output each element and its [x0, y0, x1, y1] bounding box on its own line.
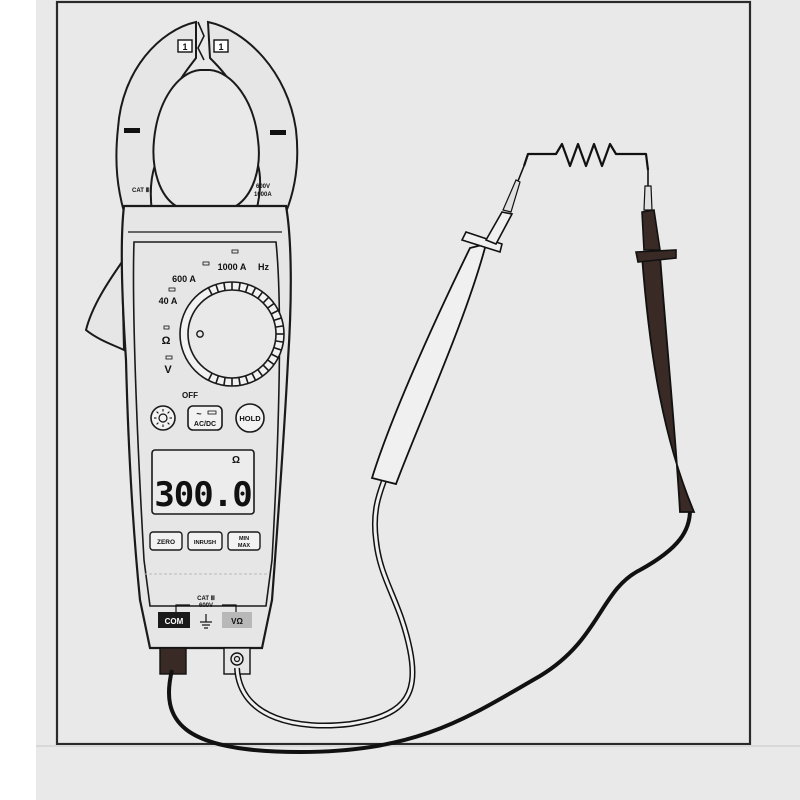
dial-tooth	[257, 369, 264, 377]
terminal-cat-rating: CAT Ⅲ	[197, 595, 215, 602]
jaw-current-rating: 1000A	[254, 192, 272, 198]
dial-tooth	[262, 364, 270, 372]
range-off: OFF	[182, 391, 198, 400]
inrush-button[interactable]: INRUSH	[187, 531, 223, 551]
dial-tooth	[275, 325, 284, 328]
dial-tooth	[267, 302, 275, 309]
volt-ohm-label: VΩ	[231, 617, 243, 626]
range-40a: 40 A	[159, 296, 178, 306]
dial-tooth	[251, 372, 257, 381]
black-test-probe[interactable]	[635, 170, 696, 513]
cat-rating-jaw: CAT Ⅲ	[132, 187, 150, 194]
function-buttons-top: ~ AC/DC HOLD	[150, 403, 265, 433]
dial-tooth	[207, 372, 213, 381]
dial-tooth	[238, 282, 241, 291]
jaw-mark-left	[124, 128, 140, 133]
range-volt: V	[164, 364, 172, 376]
dial-pointer	[196, 330, 204, 338]
function-buttons-bottom: ZERO INRUSH MIN MAX	[149, 531, 261, 551]
range-labels: 1000 A Hz 600 A 40 A Ω V OFF	[159, 249, 269, 400]
range-1000a: 1000 A	[218, 262, 247, 272]
ac-wave-icon: ~	[196, 409, 201, 419]
max-label: MAX	[238, 543, 251, 549]
dial-tooth	[251, 287, 257, 296]
range-600a: 600 A	[172, 274, 196, 284]
com-jack[interactable]	[159, 647, 187, 675]
jaw-label-right: 1	[218, 42, 223, 52]
jaw-voltage-rating: 600V	[256, 184, 270, 190]
backlight-button[interactable]	[150, 405, 176, 431]
dial-tooth	[257, 291, 264, 299]
panel-frame	[55, 0, 752, 746]
dial-tooth	[275, 340, 284, 343]
minmax-button[interactable]: MIN MAX	[227, 531, 261, 551]
dial-tooth	[270, 309, 279, 315]
dial-grip-teeth	[207, 282, 284, 386]
dial-tooth	[215, 284, 220, 293]
dial-tooth	[270, 353, 279, 359]
jaw-mark-right	[270, 130, 286, 135]
hold-button[interactable]: HOLD	[235, 403, 265, 433]
dial-tooth	[238, 377, 241, 386]
dial-tooth	[223, 377, 226, 386]
terminal-voltage-rating: 600V	[199, 603, 213, 609]
dial-tooth	[215, 375, 220, 384]
ground-icon	[200, 614, 212, 629]
black-lead-wire	[167, 509, 692, 755]
range-ohm: Ω	[162, 335, 171, 347]
dial-tooth	[244, 375, 249, 384]
volt-ohm-label-box	[222, 612, 252, 628]
jaw-trigger[interactable]	[84, 258, 126, 352]
dial-tooth	[244, 284, 249, 293]
dial-tooth	[262, 296, 270, 304]
terminal-panel: CAT Ⅲ 600V COM VΩ	[158, 595, 252, 675]
com-label: COM	[165, 617, 184, 626]
acdc-button[interactable]: ~ AC/DC	[187, 405, 223, 431]
acdc-label: AC/DC	[194, 421, 216, 428]
lcd-reading: 300.0	[154, 475, 251, 515]
dial-tooth	[267, 359, 275, 366]
com-terminal-label-box	[158, 612, 190, 628]
inrush-label: INRUSH	[194, 540, 216, 546]
min-label: MIN	[239, 536, 249, 542]
dial-tooth	[207, 287, 213, 296]
jaw-label-left: 1	[182, 42, 187, 52]
dial-tooth	[273, 317, 282, 322]
zero-button[interactable]: ZERO	[149, 531, 183, 551]
hold-label: HOLD	[239, 414, 261, 423]
zero-label: ZERO	[157, 539, 175, 546]
white-test-probe[interactable]	[370, 165, 525, 486]
resistor-symbol	[522, 142, 650, 171]
dial-tooth	[223, 282, 226, 291]
dial-tooth	[273, 346, 282, 351]
rotary-dial[interactable]	[179, 281, 285, 387]
sun-icon	[154, 409, 172, 427]
clamp-jaws: 1 1 CAT Ⅲ 600V 1000A	[115, 20, 299, 213]
lcd-display: Ω 300.0	[151, 449, 255, 515]
lcd-unit: Ω	[232, 455, 240, 466]
range-hz: Hz	[258, 262, 269, 272]
